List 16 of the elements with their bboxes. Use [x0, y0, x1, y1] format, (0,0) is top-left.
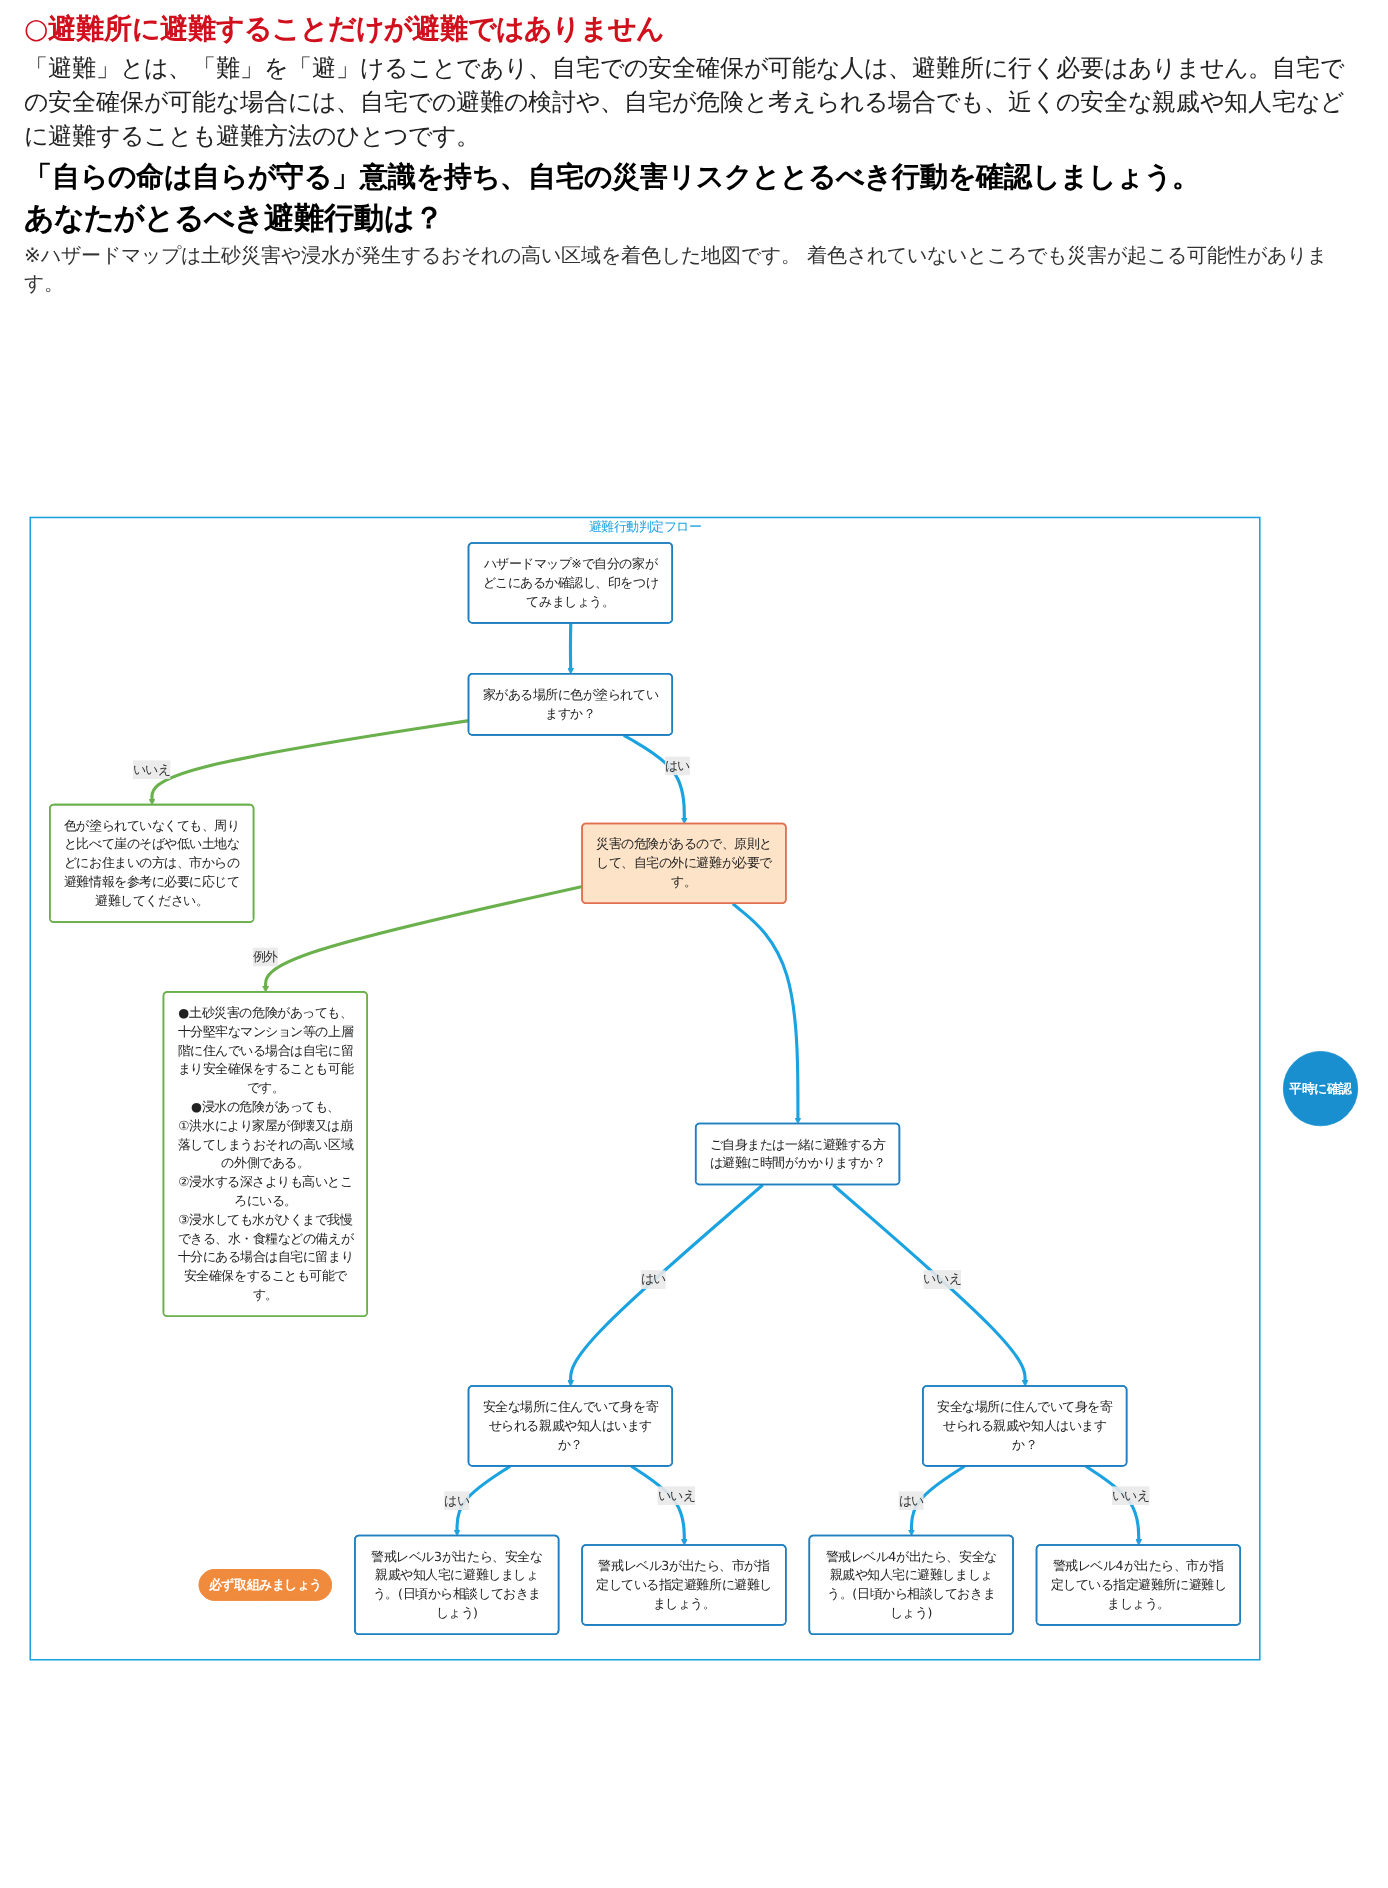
arrow — [908, 1465, 966, 1538]
slogan-text: 「自らの命は自らが守る」意識を持ち、自宅の災害リスクととるべき行動を確認しましょう。 — [24, 160, 1202, 197]
arrow — [262, 885, 583, 994]
arrow — [453, 1465, 511, 1538]
arrow — [832, 1184, 1029, 1388]
footnote: ※ハザードマップは土砂災害や浸水が発生するおそれの高い区域を着色した地図です。 着色されていないところでも災害が起こる可能性があります。 — [24, 243, 1330, 299]
arrow — [148, 719, 470, 807]
title: ○避難所に避難することだけが避難ではありません — [24, 12, 667, 48]
arrow — [1084, 1465, 1143, 1547]
intro-paragraph: 「避難」とは、「難」を「避」けることであり、自宅での安全確保が可能な人は、避難所に行く必要はありません。自宅での安全確保が可能な場合には、自宅での避難の検討や、自宅が危険と考えられる場合でも、近くの安全な親戚や知人宅などに避難することも避難方法のひとつです。 — [24, 52, 1347, 153]
arrow — [731, 903, 802, 1125]
arrow — [567, 624, 575, 676]
arrow — [623, 734, 688, 825]
flow-heading: あなたがとるべき避難行動は？ — [24, 200, 446, 239]
arrow — [630, 1465, 688, 1547]
arrow — [567, 1184, 764, 1388]
